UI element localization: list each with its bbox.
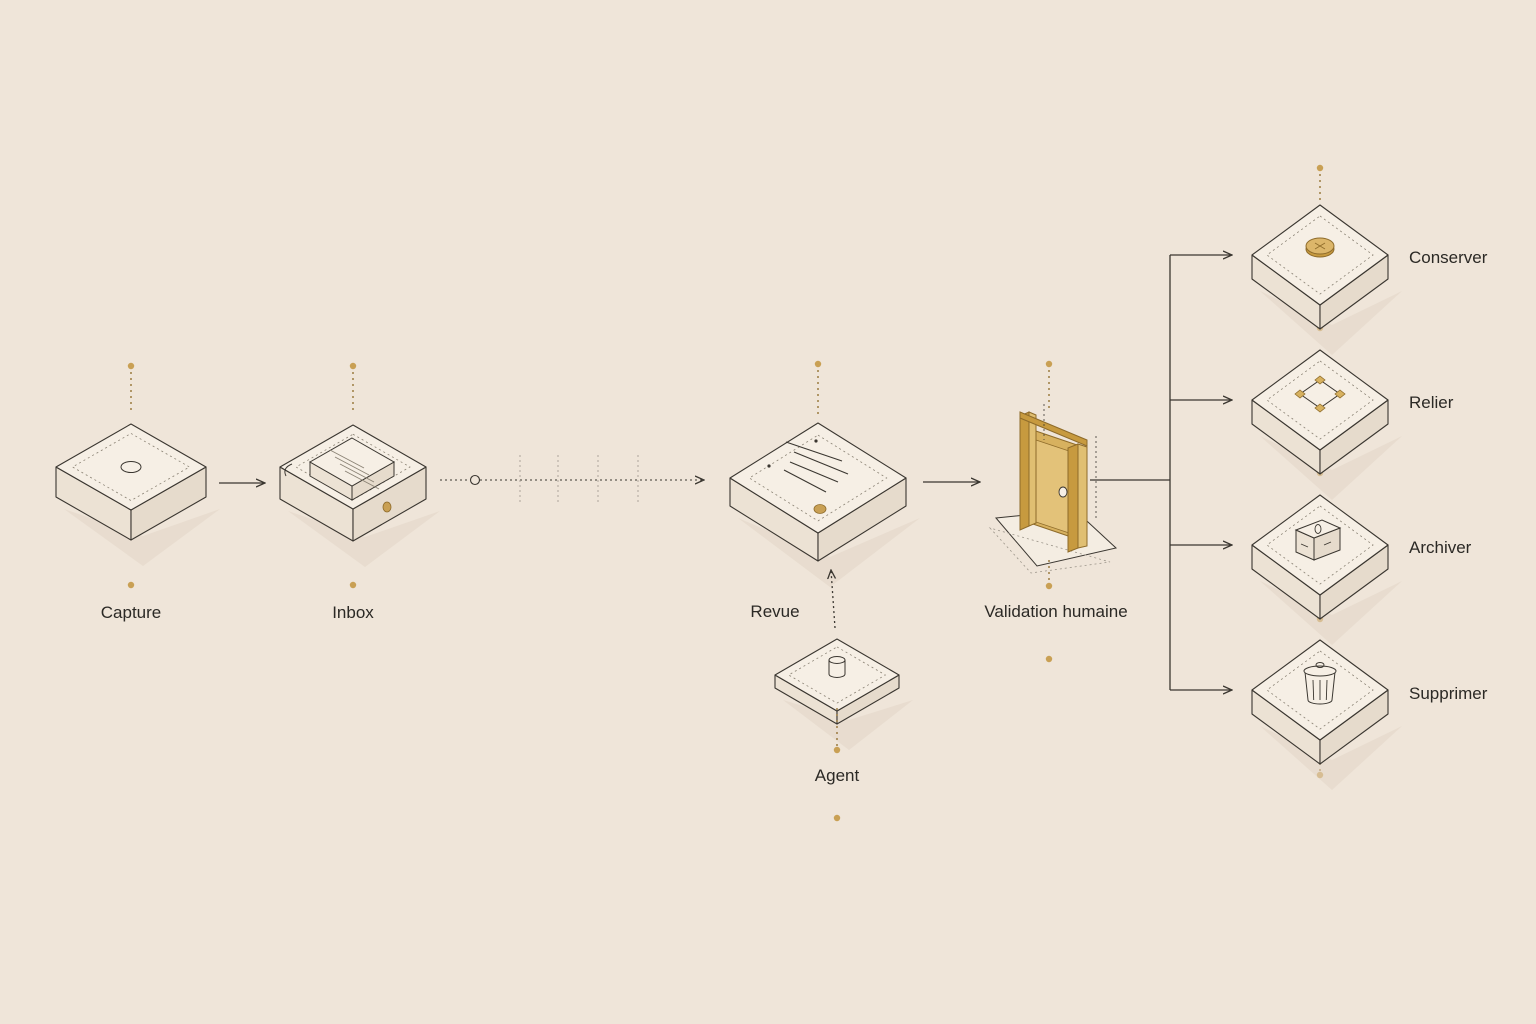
archive-box-icon <box>1294 519 1342 561</box>
revue-label: Revue <box>750 602 800 621</box>
validation-dot-bottom <box>1045 655 1053 663</box>
outcomes-stem-top <box>1316 164 1324 203</box>
outcome-block-4 <box>1251 639 1402 790</box>
capture-block <box>55 423 220 566</box>
capture-dot-bottom <box>127 581 135 589</box>
coin-icon <box>1305 237 1335 258</box>
inbox-dot-bottom <box>349 581 357 589</box>
revue-marker-icon <box>813 504 827 514</box>
document-lines-icon <box>767 439 849 493</box>
validation-label: Validation humaine <box>984 602 1128 621</box>
outcome-block-2 <box>1251 349 1402 500</box>
outcome-label-conserver: Conserver <box>1409 248 1488 267</box>
inbox-label: Inbox <box>332 603 374 622</box>
outcome-label-supprimer: Supprimer <box>1409 684 1488 703</box>
revue-block <box>729 422 920 587</box>
agent-block <box>774 638 913 750</box>
agent-label: Agent <box>814 766 860 785</box>
outcome-label-archiver: Archiver <box>1409 538 1472 557</box>
linked-nodes-icon <box>1294 375 1346 413</box>
cylinder-icon <box>828 656 846 678</box>
tray-stack-icon <box>308 437 396 501</box>
trash-icon <box>1303 662 1337 705</box>
agent-stem-bottom <box>833 708 841 754</box>
validation-stem-top <box>1045 360 1053 408</box>
branch-connector <box>1090 255 1171 690</box>
capture-stem-top <box>127 362 135 412</box>
inbox-block <box>279 424 440 567</box>
outcome-block-3 <box>1251 494 1402 645</box>
tray-lip <box>284 463 293 477</box>
revue-stem-top <box>814 360 822 418</box>
gate-icon <box>988 404 1118 574</box>
capture-label: Capture <box>100 603 162 622</box>
connector-inbox-revue <box>440 455 704 505</box>
outcome-block-1 <box>1251 204 1402 355</box>
inbox-stem-top <box>349 362 357 412</box>
button-dot-icon <box>120 461 142 473</box>
validation-stem-bottom <box>1045 560 1053 590</box>
agent-dot-bottom <box>833 814 841 822</box>
inbox-led-icon <box>382 501 392 513</box>
outcome-label-relier: Relier <box>1409 393 1454 412</box>
